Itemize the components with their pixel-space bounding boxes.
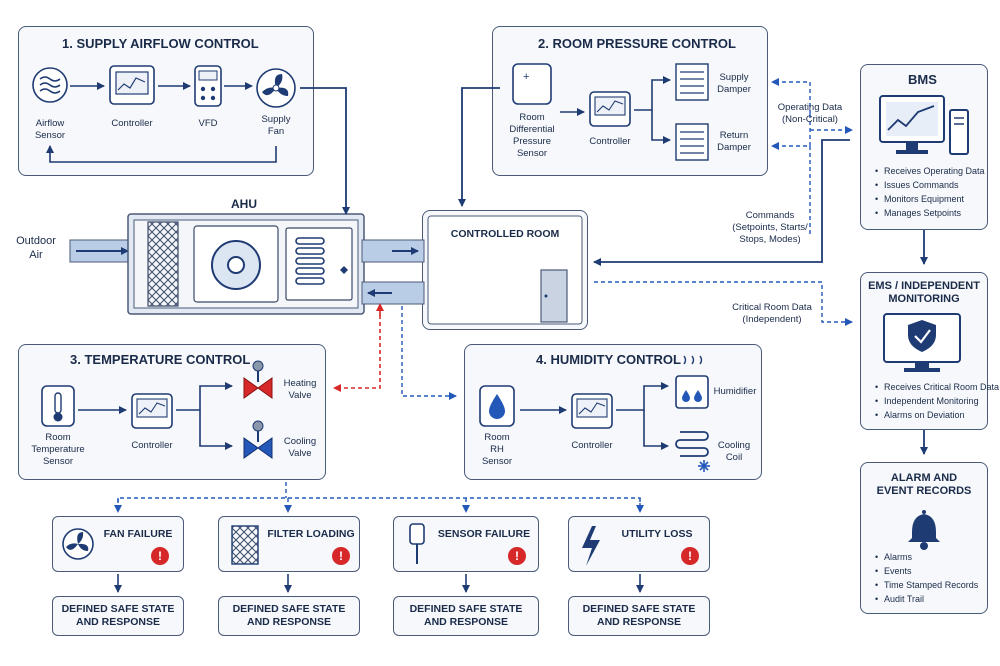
filter-loading-label: FILTER LOADING (267, 528, 355, 540)
supply-damper-label: Supply Damper (717, 72, 751, 95)
bms-item: Manages Setpoints (875, 206, 985, 220)
temperature-title: 3. TEMPERATURE CONTROL (70, 352, 251, 367)
heating-valve-label: Heating Valve (283, 378, 317, 401)
alarm-title: ALARM AND EVENT RECORDS (876, 472, 972, 497)
humidity-title: 4. HUMIDITY CONTROL (536, 352, 681, 367)
ahu-title: AHU (231, 197, 257, 211)
bms-item: Receives Operating Data (875, 164, 985, 178)
response-box (52, 596, 184, 636)
operating-data-label: Operating Data (Non-Critical) (777, 102, 843, 125)
ems-item: Receives Critical Room Data (875, 380, 999, 394)
response-box (393, 596, 539, 636)
svg-text:!: ! (339, 549, 343, 563)
humidity-controller-label: Controller (571, 440, 613, 451)
svg-text:!: ! (158, 549, 162, 563)
bms-item: Issues Commands (875, 178, 985, 192)
alarm-item: Time Stamped Records (875, 578, 978, 592)
ems-list: Receives Critical Room Data Independent … (874, 380, 999, 422)
response-label: DEFINED SAFE STATE AND RESPONSE (61, 603, 175, 628)
fan-failure-label: FAN FAILURE (103, 528, 173, 540)
supply-fan-label: Supply Fan (261, 114, 291, 137)
rh-sensor-label: Room RH Sensor (481, 432, 513, 467)
airflow-title: 1. SUPPLY AIRFLOW CONTROL (62, 36, 259, 51)
ems-item: Independent Monitoring (875, 394, 999, 408)
ems-title: EMS / INDEPENDENT MONITORING (868, 280, 980, 305)
ems-item: Alarms on Deviation (875, 408, 999, 422)
response-box (218, 596, 360, 636)
svg-text:!: ! (515, 549, 519, 563)
airflow-sensor-label: Airflow Sensor (34, 118, 66, 141)
response-box (568, 596, 710, 636)
pressure-title: 2. ROOM PRESSURE CONTROL (538, 36, 736, 51)
pressure-controller-label: Controller (589, 136, 631, 147)
svg-text:+: + (523, 71, 529, 83)
commands-label: Commands (Setpoints, Starts/ Stops, Mode… (732, 210, 808, 245)
alarm-item: Events (875, 564, 978, 578)
controlled-room-title: CONTROLLED ROOM (450, 228, 560, 240)
return-damper-label: Return Damper (717, 130, 751, 153)
temp-sensor-label: Room Temperature Sensor (31, 432, 85, 467)
response-label: DEFINED SAFE STATE AND RESPONSE (232, 603, 346, 628)
temp-controller-label: Controller (131, 440, 173, 451)
response-label: DEFINED SAFE STATE AND RESPONSE (582, 603, 696, 628)
airflow-controller-label: Controller (111, 118, 153, 129)
cooling-valve-label: Cooling Valve (283, 436, 317, 459)
vfd-label: VFD (198, 118, 218, 129)
utility-loss-label: UTILITY LOSS (621, 528, 693, 540)
outdoor-air-label: Outdoor Air (16, 235, 56, 261)
alarm-item: Audit Trail (875, 592, 978, 606)
response-label: DEFINED SAFE STATE AND RESPONSE (409, 603, 523, 628)
critical-data-label: Critical Room Data (Independent) (732, 302, 812, 325)
sensor-failure-label: SENSOR FAILURE (437, 528, 531, 540)
bms-list: Receives Operating Data Issues Commands … (874, 164, 985, 220)
alarm-list: Alarms Events Time Stamped Records Audit… (874, 550, 978, 606)
pressure-sensor-label: Room Differential Pressure Sensor (509, 112, 555, 159)
svg-text:!: ! (688, 549, 692, 563)
bms-item: Monitors Equipment (875, 192, 985, 206)
cooling-coil-label: Cooling Coil (717, 440, 751, 463)
bms-title: BMS (908, 72, 937, 87)
alarm-item: Alarms (875, 550, 978, 564)
humidifier-label: Humidifier (713, 386, 757, 397)
